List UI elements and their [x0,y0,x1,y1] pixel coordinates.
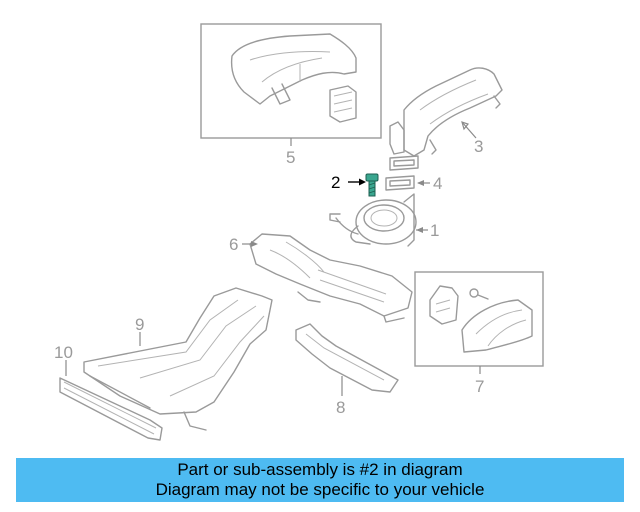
part-4-gasket-top [389,155,419,171]
part-4-group [385,155,430,191]
part-3-duct-body [403,67,503,157]
part-1-rotor [363,204,405,232]
callout-2: 2 [331,173,340,192]
part-10-group [59,360,163,441]
part-6-duct [249,233,413,317]
part-8-group [295,323,399,396]
callout-5: 5 [286,148,295,167]
part-9-group [83,287,273,431]
part-5-clip [329,85,357,123]
part-5-shroud [230,33,357,105]
part-7-duct [461,299,533,353]
bolt-head [365,173,379,182]
callout-7: 7 [475,377,484,396]
part-2-group [348,173,379,197]
part-1-housing [355,199,417,245]
bolt-shank [368,180,376,197]
part-4-gasket [385,175,415,191]
callout-9: 9 [135,315,144,334]
part-1-connector [329,213,341,223]
part-7-screw [469,288,479,298]
callout-4: 4 [433,174,442,193]
leader-3 [461,121,477,139]
callout-10: 10 [54,343,73,362]
part-8-duct [295,323,399,393]
banner-line-1: Part or sub-assembly is #2 in diagram [177,460,463,479]
part-3-outlet [389,121,405,155]
callout-1: 1 [430,221,439,240]
part-7-group [414,271,544,374]
banner-line-2: Diagram may not be specific to your vehi… [155,480,485,499]
info-banner: Part or sub-assembly is #2 in diagram Di… [16,458,624,502]
part-7-box [414,271,544,367]
part-1-group [329,193,428,247]
part-6-group [242,233,413,323]
part-10-strip [59,377,163,441]
part-7-clip [429,285,459,325]
callout-6: 6 [229,235,238,254]
part-5-group [200,23,382,146]
part-9-duct [83,287,273,415]
part-5-ribs [249,50,331,83]
callout-3: 3 [474,137,483,156]
part-5-box [200,23,382,139]
part-5-tab [271,83,291,105]
part-3-group [389,67,503,157]
callout-8: 8 [336,398,345,417]
